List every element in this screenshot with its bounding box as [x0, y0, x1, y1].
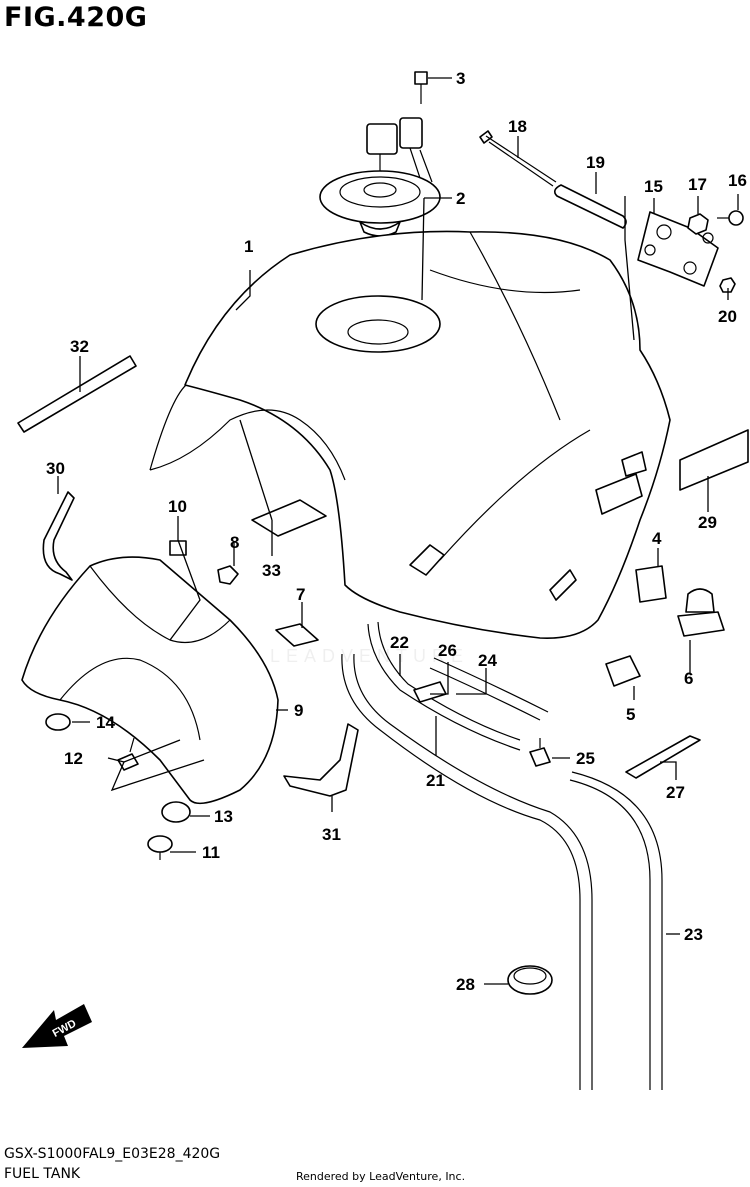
cushion-5[interactable] — [605, 655, 641, 687]
fitting-26[interactable] — [413, 681, 447, 703]
callout-13: 13 — [214, 807, 233, 826]
watermark: LEADVENTURE — [270, 646, 469, 666]
callout-32: 32 — [70, 337, 89, 356]
callout-12: 12 — [64, 749, 83, 768]
bolt-12[interactable] — [117, 737, 139, 771]
nut-20[interactable] — [719, 277, 736, 293]
spacer-19[interactable] — [553, 184, 627, 229]
cap-6[interactable] — [677, 588, 725, 637]
callout-16: 16 — [728, 171, 747, 190]
hose-21[interactable] — [341, 653, 593, 1090]
callout-33: 33 — [262, 561, 281, 580]
figure-code: GSX-S1000FAL9_E03E28_420G — [4, 1146, 221, 1162]
callout-17: 17 — [688, 175, 707, 194]
bolt-18[interactable] — [479, 130, 557, 187]
callout-labels: 3 2 1 18 19 15 17 16 20 32 30 29 10 8 33… — [46, 69, 747, 994]
callout-2: 2 — [456, 189, 465, 208]
fuel-tank-1[interactable] — [149, 230, 671, 639]
callout-28: 28 — [456, 975, 475, 994]
pad-7[interactable] — [275, 623, 319, 647]
fwd-arrow-icon: FWD — [22, 1004, 92, 1048]
pad-33[interactable] — [251, 499, 327, 537]
callout-26: 26 — [438, 641, 457, 660]
seal-32[interactable] — [17, 355, 137, 433]
pad-10[interactable] — [169, 540, 187, 556]
callout-4: 4 — [652, 529, 662, 548]
bracket-30[interactable] — [42, 491, 75, 581]
callout-6: 6 — [684, 669, 693, 688]
callout-8: 8 — [230, 533, 239, 552]
clip-27[interactable] — [625, 735, 701, 779]
callout-5: 5 — [626, 705, 635, 724]
cover-9[interactable] — [21, 556, 279, 805]
fitting-25[interactable] — [529, 738, 551, 767]
collar-11[interactable] — [147, 835, 173, 860]
callout-25: 25 — [576, 749, 595, 768]
hose-23[interactable] — [569, 771, 663, 1090]
hose-22[interactable] — [367, 621, 521, 751]
grommet-13[interactable] — [161, 801, 191, 823]
leader-lines — [57, 77, 739, 985]
pad-4[interactable] — [635, 565, 667, 603]
callout-1: 1 — [244, 237, 253, 256]
rendered-by-credit: Rendered by LeadVenture, Inc. — [296, 1170, 466, 1183]
figure-caption: FUEL TANK — [4, 1166, 81, 1182]
callout-27: 27 — [666, 783, 685, 802]
screw-8[interactable] — [217, 565, 239, 585]
callout-24: 24 — [478, 651, 497, 670]
bracket-31[interactable] — [283, 723, 359, 797]
callout-11: 11 — [202, 843, 220, 862]
callout-23: 23 — [684, 925, 703, 944]
fuel-cap-assembly[interactable] — [319, 71, 441, 237]
washer-16[interactable] — [717, 210, 744, 226]
callout-20: 20 — [718, 307, 737, 326]
callout-29: 29 — [698, 513, 717, 532]
label-29[interactable] — [679, 429, 749, 491]
clamp-28[interactable] — [507, 965, 553, 995]
callout-3: 3 — [456, 69, 465, 88]
callout-14: 14 — [96, 713, 115, 732]
callout-30: 30 — [46, 459, 65, 478]
callout-7: 7 — [296, 585, 305, 604]
callout-31: 31 — [322, 825, 341, 844]
callout-21: 21 — [426, 771, 445, 790]
callout-22: 22 — [390, 633, 409, 652]
grommet-14[interactable] — [45, 713, 71, 731]
callout-19: 19 — [586, 153, 605, 172]
callout-9: 9 — [294, 701, 303, 720]
nut-17[interactable] — [687, 213, 709, 235]
callout-18: 18 — [508, 117, 527, 136]
callout-15: 15 — [644, 177, 663, 196]
callout-10: 10 — [168, 497, 187, 516]
hose-24[interactable] — [429, 657, 549, 721]
figure-title: FIG.420G — [4, 2, 148, 33]
